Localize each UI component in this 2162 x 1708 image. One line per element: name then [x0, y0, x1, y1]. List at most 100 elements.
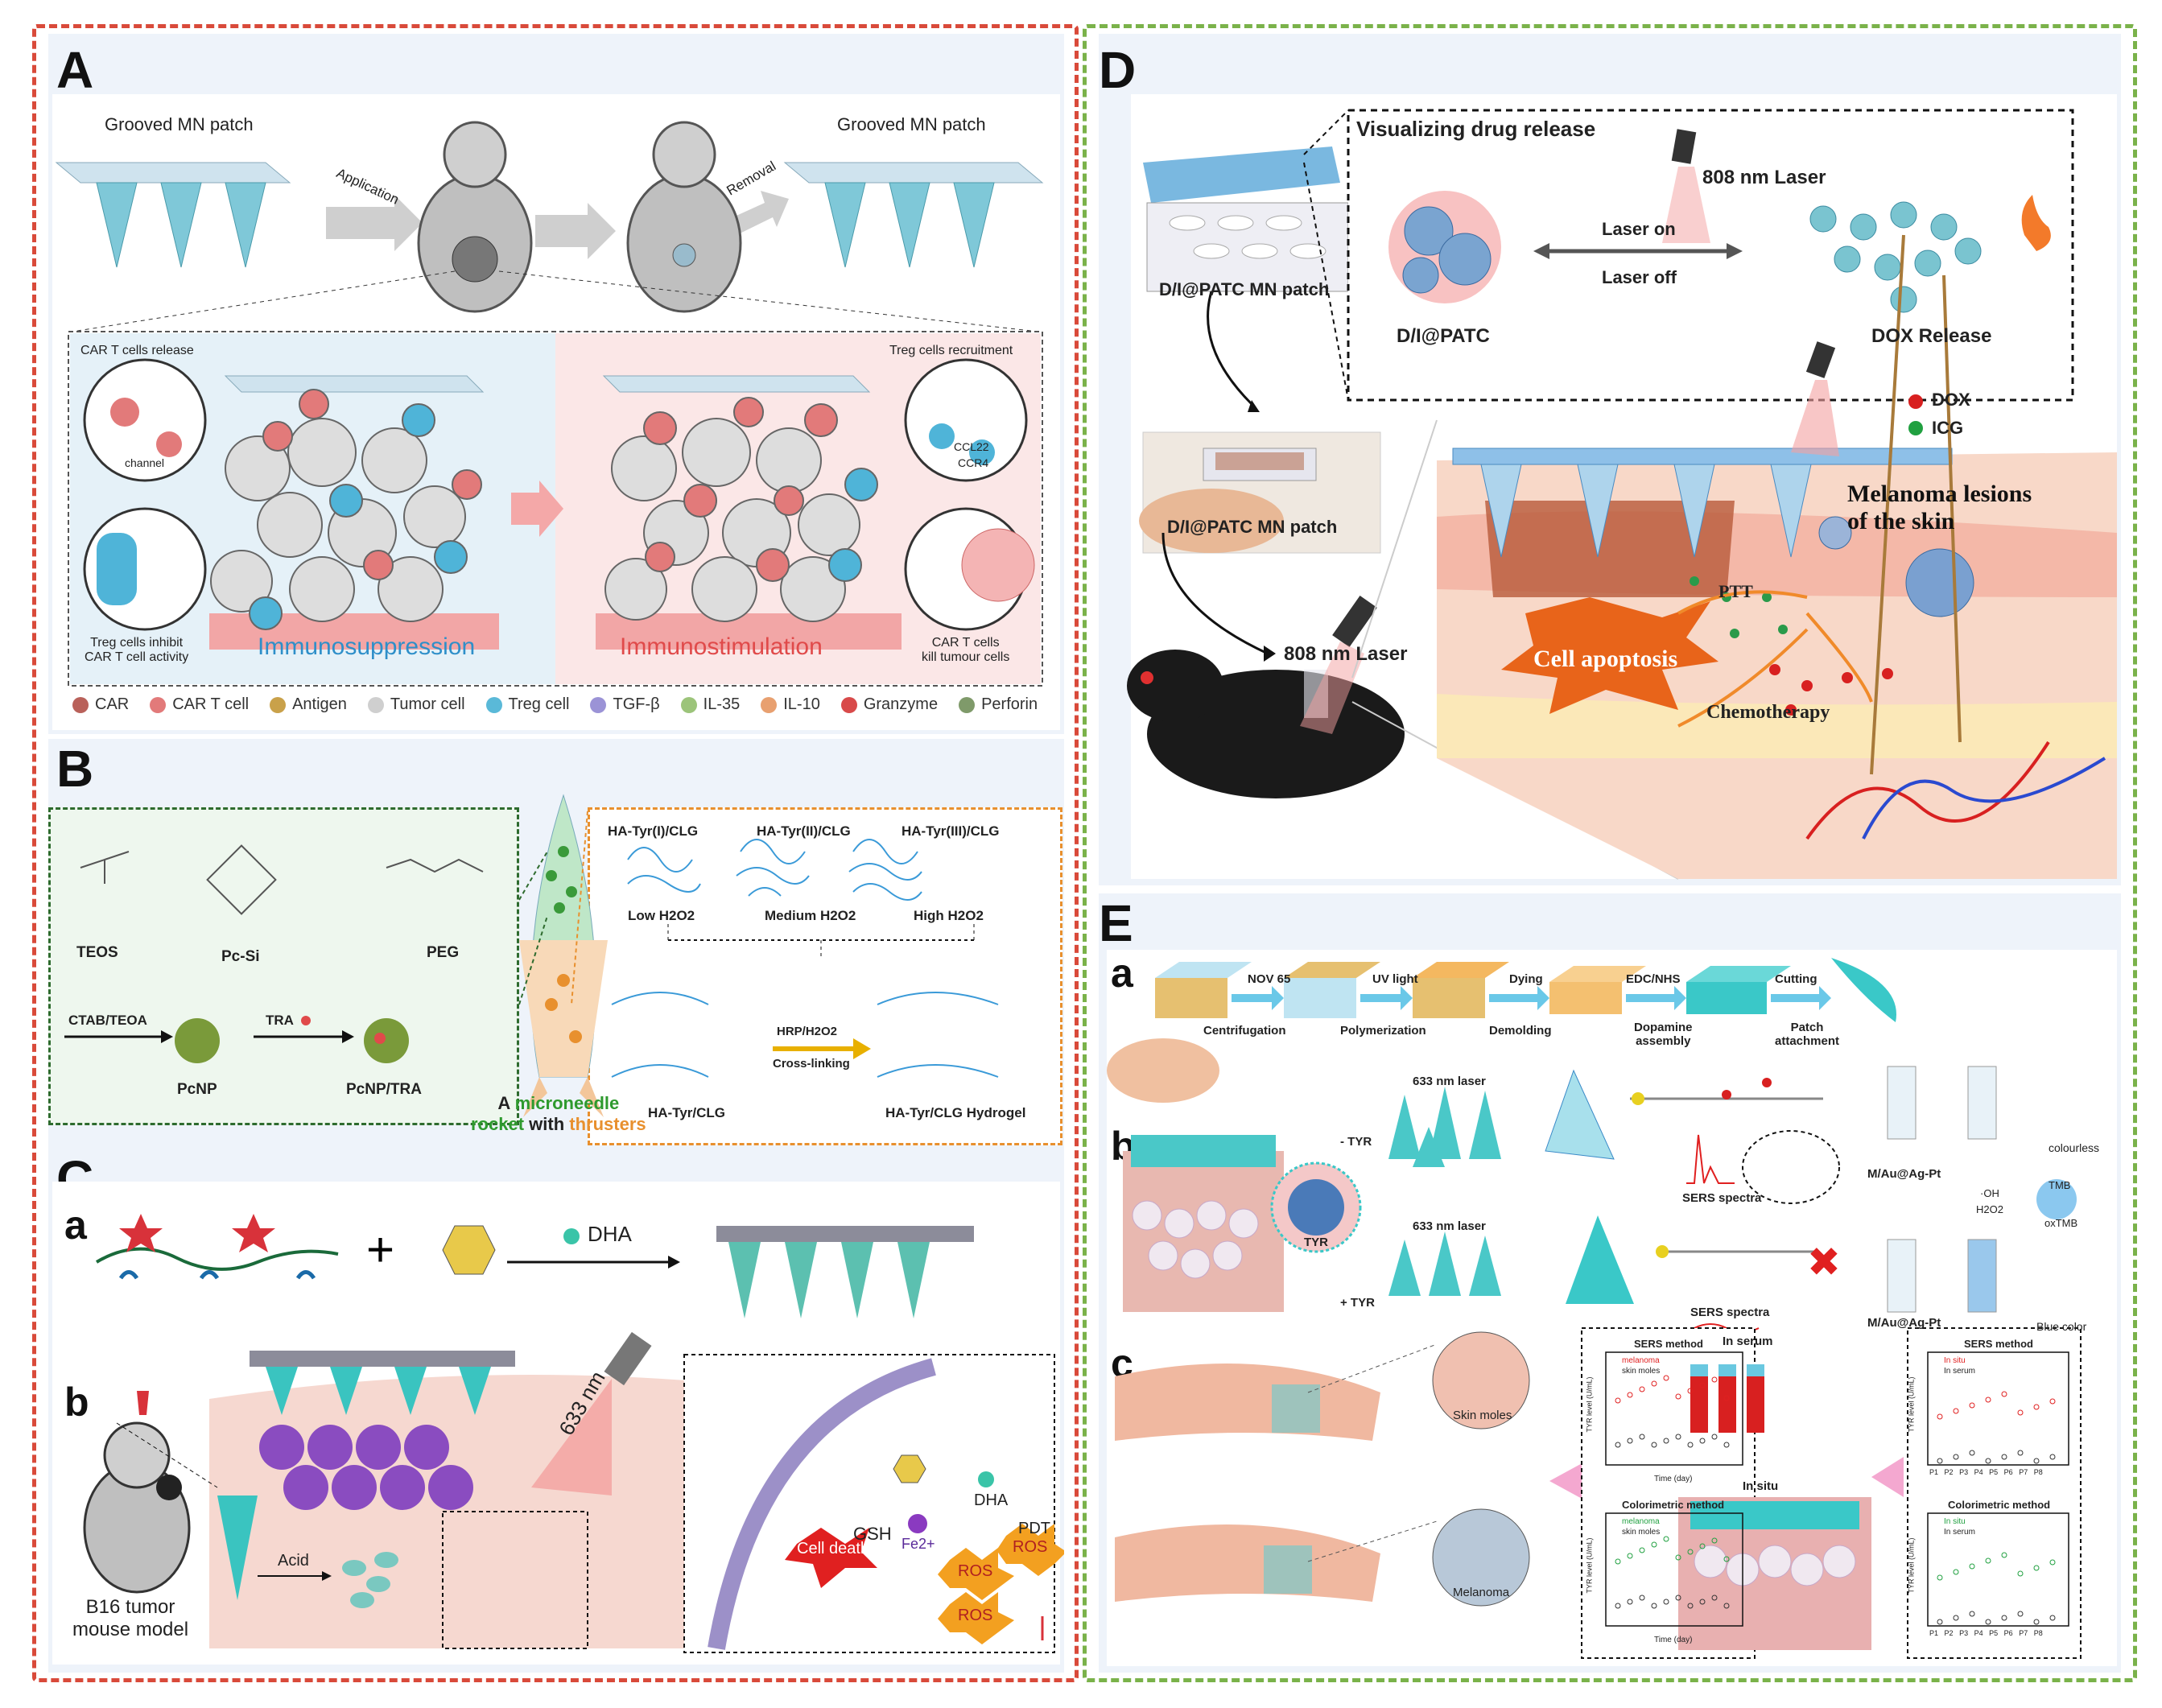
plot-marker [1675, 1595, 1681, 1601]
legend-label: IL-35 [703, 695, 741, 713]
oh-label: ·OH [1980, 1187, 1999, 1199]
plot-marker [1663, 1438, 1669, 1444]
cross-label: Cross-linking [773, 1057, 850, 1071]
laser1-label: 633 nm laser [1413, 1075, 1486, 1088]
chart-c-xlabel-1: Time (day) [1654, 1475, 1693, 1483]
legend-label: CAR T cell [172, 695, 250, 713]
panel-d: D [1099, 34, 2121, 885]
legend-label: CAR [95, 695, 130, 713]
ctab-label: CTAB/TEOA [68, 1013, 147, 1028]
chart-d2-legend-serum: In serum [1944, 1528, 1975, 1537]
plot-marker [1723, 1603, 1730, 1609]
plot-marker [1985, 1557, 1991, 1564]
dipatc-label: D/I@PATC [1397, 325, 1490, 347]
chart-c2-legend-mel: melanoma [1622, 1517, 1660, 1526]
plot-marker [2001, 1391, 2007, 1397]
p-tick: P4 [1974, 1468, 1983, 1476]
panel-b-right-box [588, 807, 1062, 1145]
rocket-caption-thrusters: thrusters [569, 1114, 646, 1134]
plot-marker [1627, 1599, 1633, 1605]
laser808b-label: 808 nm Laser [1284, 643, 1408, 665]
hydrogel-label: HA-Tyr/CLG Hydrogel [885, 1105, 1026, 1120]
step-nov65: NOV 65 [1248, 972, 1291, 986]
peg-label: PEG [427, 944, 460, 961]
b16-label: B16 tumor mouse model [72, 1596, 189, 1640]
plot-marker [1711, 1434, 1718, 1440]
chart-c-ylabel-1: TYR level (U/mL) [1585, 1376, 1594, 1433]
plot-marker [1675, 1554, 1681, 1561]
laser-off-label: Laser off [1602, 267, 1677, 287]
plot-marker [1953, 1569, 1959, 1575]
legend-item: Tumor cell [367, 695, 465, 714]
plot-marker [1651, 1541, 1657, 1548]
p-tick: P8 [2033, 1629, 2043, 1637]
legend-swatch [485, 696, 502, 713]
plot-marker [1969, 1563, 1975, 1570]
legend-label: Perforin [981, 695, 1038, 713]
plot-marker [1663, 1375, 1669, 1381]
pdt-label: PDT [1018, 1520, 1050, 1537]
step-cutting: Cutting [1775, 972, 1817, 986]
plot-marker [1953, 1408, 1959, 1414]
panel-d-letter: D [1099, 41, 1137, 99]
plot-marker [1627, 1438, 1633, 1444]
high-label: High H2O2 [914, 908, 984, 923]
tyr1-label: HA-Tyr(I)/CLG [608, 823, 699, 839]
colourless-label: colourless [2049, 1141, 2100, 1154]
dha-label: DHA [588, 1222, 632, 1246]
step-patch: Patch attachment [1775, 1021, 1840, 1048]
legend-item: CAR [72, 695, 129, 714]
p-tick: P6 [2003, 1629, 2013, 1637]
plot-marker [1723, 1442, 1730, 1448]
plot-marker [1615, 1442, 1621, 1448]
chart-c-sers [1615, 1375, 1730, 1448]
plot-marker [2001, 1552, 2007, 1558]
cell-death-label: Cell death [797, 1540, 870, 1557]
plot-marker [1687, 1549, 1694, 1555]
plot-marker [1723, 1395, 1730, 1401]
chart-d-ylabel-2: TYR level (U/mL) [1907, 1537, 1916, 1594]
plot-marker [1969, 1611, 1975, 1617]
legend-label: Treg cell [508, 695, 570, 713]
plot-marker [2001, 1615, 2007, 1621]
plot-marker [2033, 1404, 2040, 1410]
plot-marker [2049, 1615, 2056, 1621]
plot-marker [1651, 1380, 1657, 1387]
legend-swatch [72, 696, 89, 713]
tyr-label: TYR [1304, 1236, 1328, 1249]
svg-text:+: + [366, 1223, 394, 1277]
p-tick: P7 [2019, 1468, 2028, 1476]
panel-a-legend: CAR CAR T cell Antigen Tumor cell Treg c… [72, 695, 1038, 714]
tmb-label: TMB [2049, 1179, 2071, 1191]
medium-label: Medium H2O2 [765, 908, 856, 923]
panel-left-frame [32, 24, 1079, 1682]
plot-marker [1711, 1376, 1718, 1383]
plot-marker [1937, 1619, 1943, 1625]
legend-item: Granzyme [840, 695, 938, 714]
plot-marker [1627, 1553, 1633, 1559]
fe2-label: Fe2+ [902, 1536, 935, 1552]
panel-a: A [48, 34, 1064, 734]
p-tick: P4 [1974, 1629, 1983, 1637]
apoptosis-label: Cell apoptosis [1533, 646, 1678, 672]
rocket-caption-with: with [529, 1114, 565, 1134]
step-polymerization: Polymerization [1340, 1024, 1426, 1038]
legend-item: TGF-β [590, 695, 660, 714]
panel-b-letter: B [56, 740, 94, 798]
skin-moles-label: Skin moles [1453, 1409, 1512, 1422]
step-dying: Dying [1509, 972, 1543, 986]
icg-legend-label: ICG [1932, 418, 1964, 438]
minus-tyr-label: - TYR [1340, 1135, 1372, 1149]
plot-marker [2017, 1570, 2024, 1577]
rocket-caption-a: A [497, 1093, 510, 1113]
car-kill-label: CAR T cells kill tumour cells [922, 636, 1010, 664]
plot-marker [1711, 1595, 1718, 1601]
in-situ-label: In situ [1743, 1479, 1779, 1493]
h2o2-label: H2O2 [1976, 1203, 2003, 1215]
p-tick: P5 [1989, 1468, 1999, 1476]
plot-marker [2049, 1398, 2056, 1405]
panel-c-sub-b: b [64, 1380, 89, 1425]
chart-c-xlabel-2: Time (day) [1654, 1636, 1693, 1644]
legend-item: CAR T cell [150, 695, 249, 714]
plot-marker [1953, 1615, 1959, 1621]
